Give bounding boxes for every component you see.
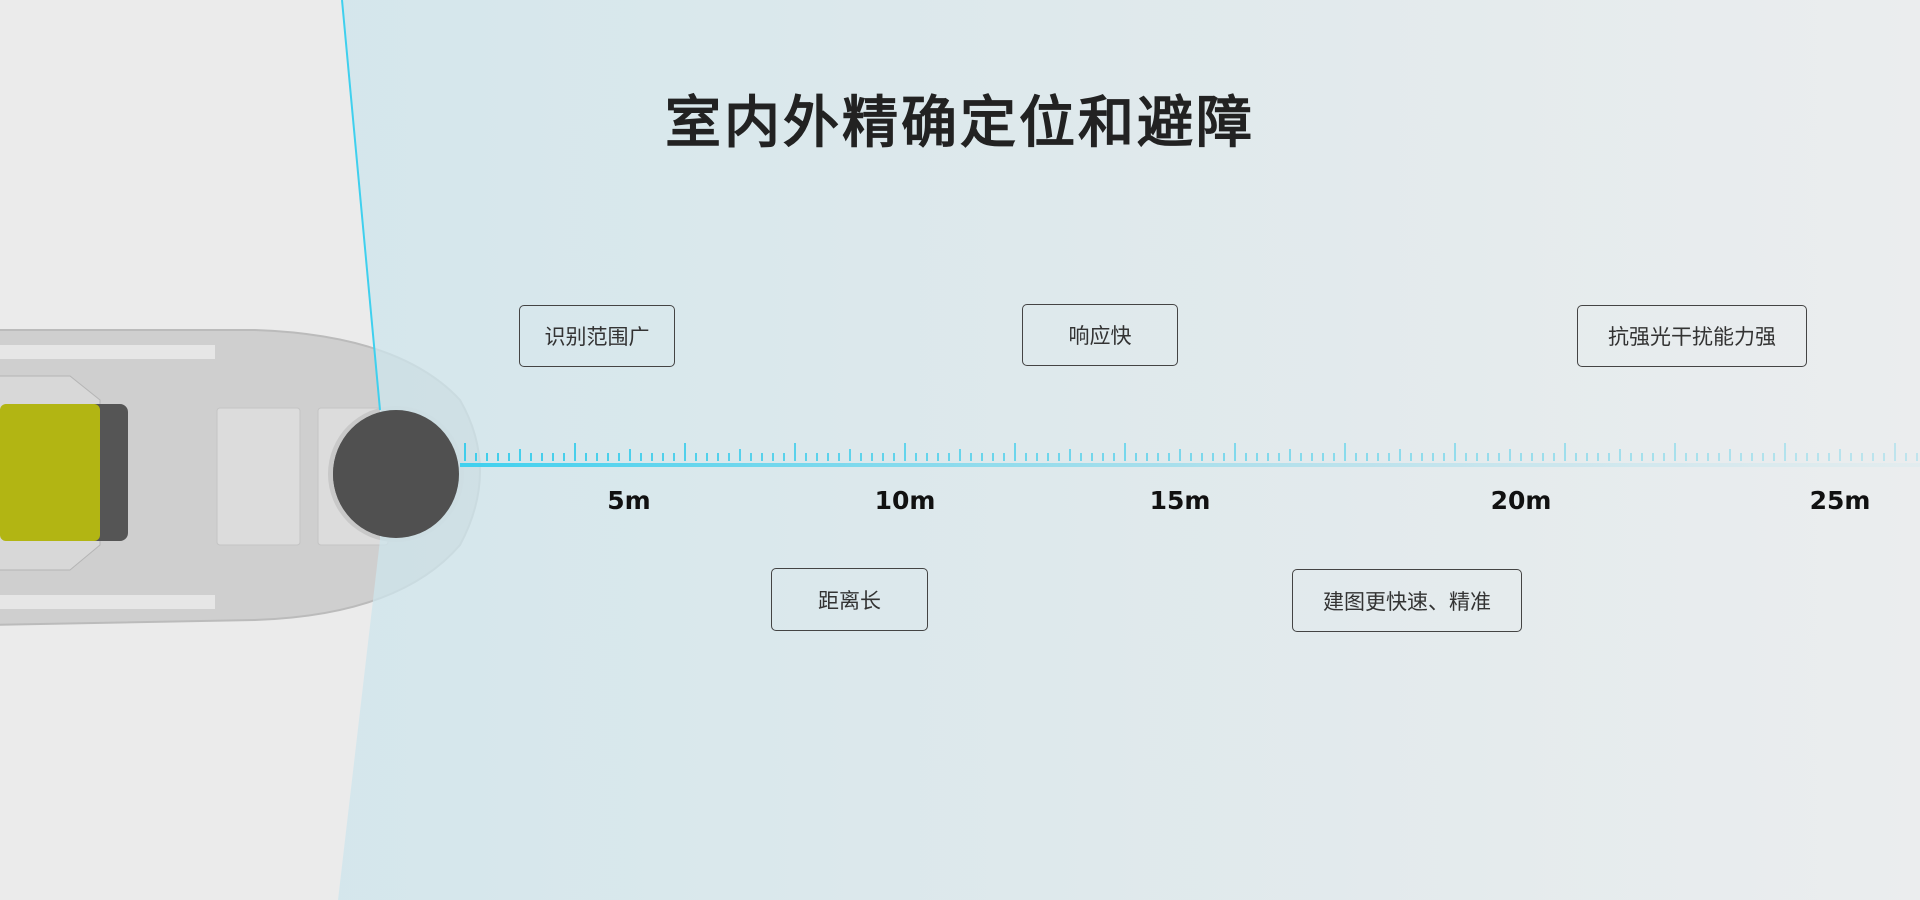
ruler-label-5m: 5m xyxy=(607,486,651,515)
page-title: 室内外精确定位和避障 xyxy=(665,91,1255,156)
beam-edge-line xyxy=(341,0,381,411)
feature-anti-glare: 抗强光干扰能力强 xyxy=(1577,305,1807,367)
ruler-label-10m: 10m xyxy=(874,486,936,515)
feature-fast-mapping: 建图更快速、精准 xyxy=(1292,569,1522,632)
ruler-label-20m: 20m xyxy=(1490,486,1552,515)
feature-long-distance: 距离长 xyxy=(771,568,928,631)
feature-fast-response: 响应快 xyxy=(1022,304,1178,366)
feature-wide-range: 识别范围广 xyxy=(519,305,675,367)
ruler-label-15m: 15m xyxy=(1149,486,1211,515)
ruler-label-25m: 25m xyxy=(1809,486,1871,515)
roller xyxy=(0,404,100,541)
